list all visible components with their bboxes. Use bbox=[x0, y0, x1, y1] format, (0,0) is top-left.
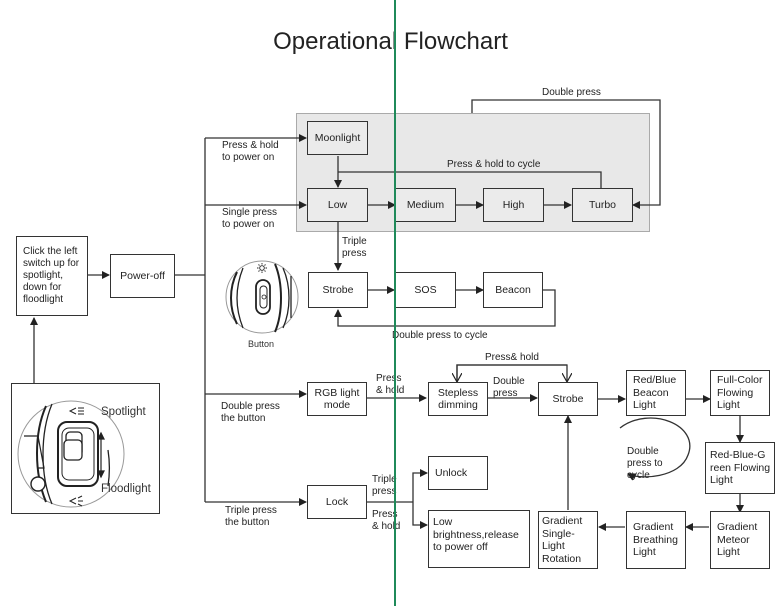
beacon-box: Beacon bbox=[483, 272, 543, 308]
full-color-flowing-text: Full-Color Flowing Light bbox=[717, 374, 763, 412]
sun-icon bbox=[257, 263, 267, 273]
low-box: Low bbox=[307, 188, 368, 222]
page-title: Operational Flowchart bbox=[273, 28, 508, 55]
red-blue-beacon-text: Red/Blue Beacon Light bbox=[633, 374, 677, 412]
low-release-text: Low brightness,release to power off bbox=[433, 516, 519, 553]
lock-text: Lock bbox=[325, 495, 349, 508]
arrow-double-press-turbo bbox=[471, 99, 661, 209]
moonlight-text: Moonlight bbox=[314, 131, 361, 144]
label-press-hold-top: Press& hold bbox=[485, 352, 539, 363]
gradient-meteor-box: Gradient Meteor Light bbox=[710, 511, 770, 569]
label-press-hold-cycle: Press & hold to cycle bbox=[447, 159, 541, 170]
beacon-text: Beacon bbox=[495, 283, 531, 296]
spotlight-label: Spotlight bbox=[101, 406, 146, 418]
rgb-flowing-box: Red-Blue-G reen Flowing Light bbox=[705, 442, 775, 494]
gradient-breathing-box: Gradient Breathing Light bbox=[626, 511, 686, 569]
gradient-breathing-text: Gradient Breathing Light bbox=[633, 521, 678, 559]
arrow-beacon-to-strobe bbox=[334, 289, 556, 327]
strobe-text: Strobe bbox=[322, 283, 354, 296]
arrow-split-to-unlock bbox=[412, 469, 428, 502]
label-double-press-cycle: Double press to cycle bbox=[392, 330, 488, 341]
vertical-marker-line bbox=[394, 0, 396, 606]
line-cycle-loop bbox=[338, 171, 602, 188]
rgb-strobe-box: Strobe bbox=[538, 382, 598, 416]
high-box: High bbox=[483, 188, 544, 222]
up-down-arrow-icon bbox=[97, 431, 105, 479]
rgb-flowing-text: Red-Blue-G reen Flowing Light bbox=[710, 449, 771, 487]
line-press-hold-loop-b bbox=[457, 364, 567, 382]
cycle-curve-arrow bbox=[619, 417, 691, 481]
power-off-text: Power-off bbox=[120, 269, 165, 282]
stepless-dimming-box: Stepless dimming bbox=[428, 382, 488, 416]
gradient-meteor-text: Gradient Meteor Light bbox=[717, 521, 758, 559]
turbo-box: Turbo bbox=[572, 188, 633, 222]
floodlight-label: Floodlight bbox=[101, 483, 151, 495]
arrow-split-to-lowrelease bbox=[412, 502, 428, 529]
strobe-box: Strobe bbox=[308, 272, 368, 308]
label-double-press-top: Double press bbox=[542, 87, 601, 98]
lock-box: Lock bbox=[307, 485, 367, 519]
floodlight-icon bbox=[68, 495, 83, 507]
high-text: High bbox=[502, 198, 525, 211]
button-illustration bbox=[225, 260, 299, 334]
unlock-text: Unlock bbox=[435, 466, 468, 479]
sos-text: SOS bbox=[414, 283, 437, 296]
moonlight-box: Moonlight bbox=[307, 121, 368, 155]
turbo-text: Turbo bbox=[588, 198, 617, 211]
rgb-mode-text: RGB light mode bbox=[314, 386, 360, 412]
gradient-rotation-box: Gradient Single- Light Rotation bbox=[538, 511, 598, 569]
switch-illustration bbox=[17, 400, 125, 508]
medium-box: Medium bbox=[395, 188, 456, 222]
switch-instruction-text: Click the left switch up for spotlight, … bbox=[23, 246, 80, 305]
red-blue-beacon-box: Red/Blue Beacon Light bbox=[626, 370, 686, 416]
gradient-rotation-text: Gradient Single- Light Rotation bbox=[542, 515, 583, 565]
rgb-mode-box: RGB light mode bbox=[307, 382, 367, 416]
full-color-flowing-box: Full-Color Flowing Light bbox=[710, 370, 770, 416]
switch-instruction-box: Click the left switch up for spotlight, … bbox=[16, 236, 88, 316]
stepless-dimming-text: Stepless dimming bbox=[437, 386, 479, 412]
medium-text: Medium bbox=[406, 198, 445, 211]
low-release-box: Low brightness,release to power off bbox=[428, 510, 530, 568]
unlock-box: Unlock bbox=[428, 456, 488, 490]
sos-box: SOS bbox=[395, 272, 456, 308]
rgb-strobe-text: Strobe bbox=[552, 392, 584, 405]
label-press-hold-rgb: Press& hold bbox=[376, 373, 405, 396]
label-press-hold-lock: Press& hold bbox=[372, 509, 401, 532]
button-caption: Button bbox=[248, 339, 275, 349]
low-text: Low bbox=[327, 198, 348, 211]
spotlight-icon bbox=[68, 407, 84, 415]
power-off-box: Power-off bbox=[110, 254, 175, 298]
